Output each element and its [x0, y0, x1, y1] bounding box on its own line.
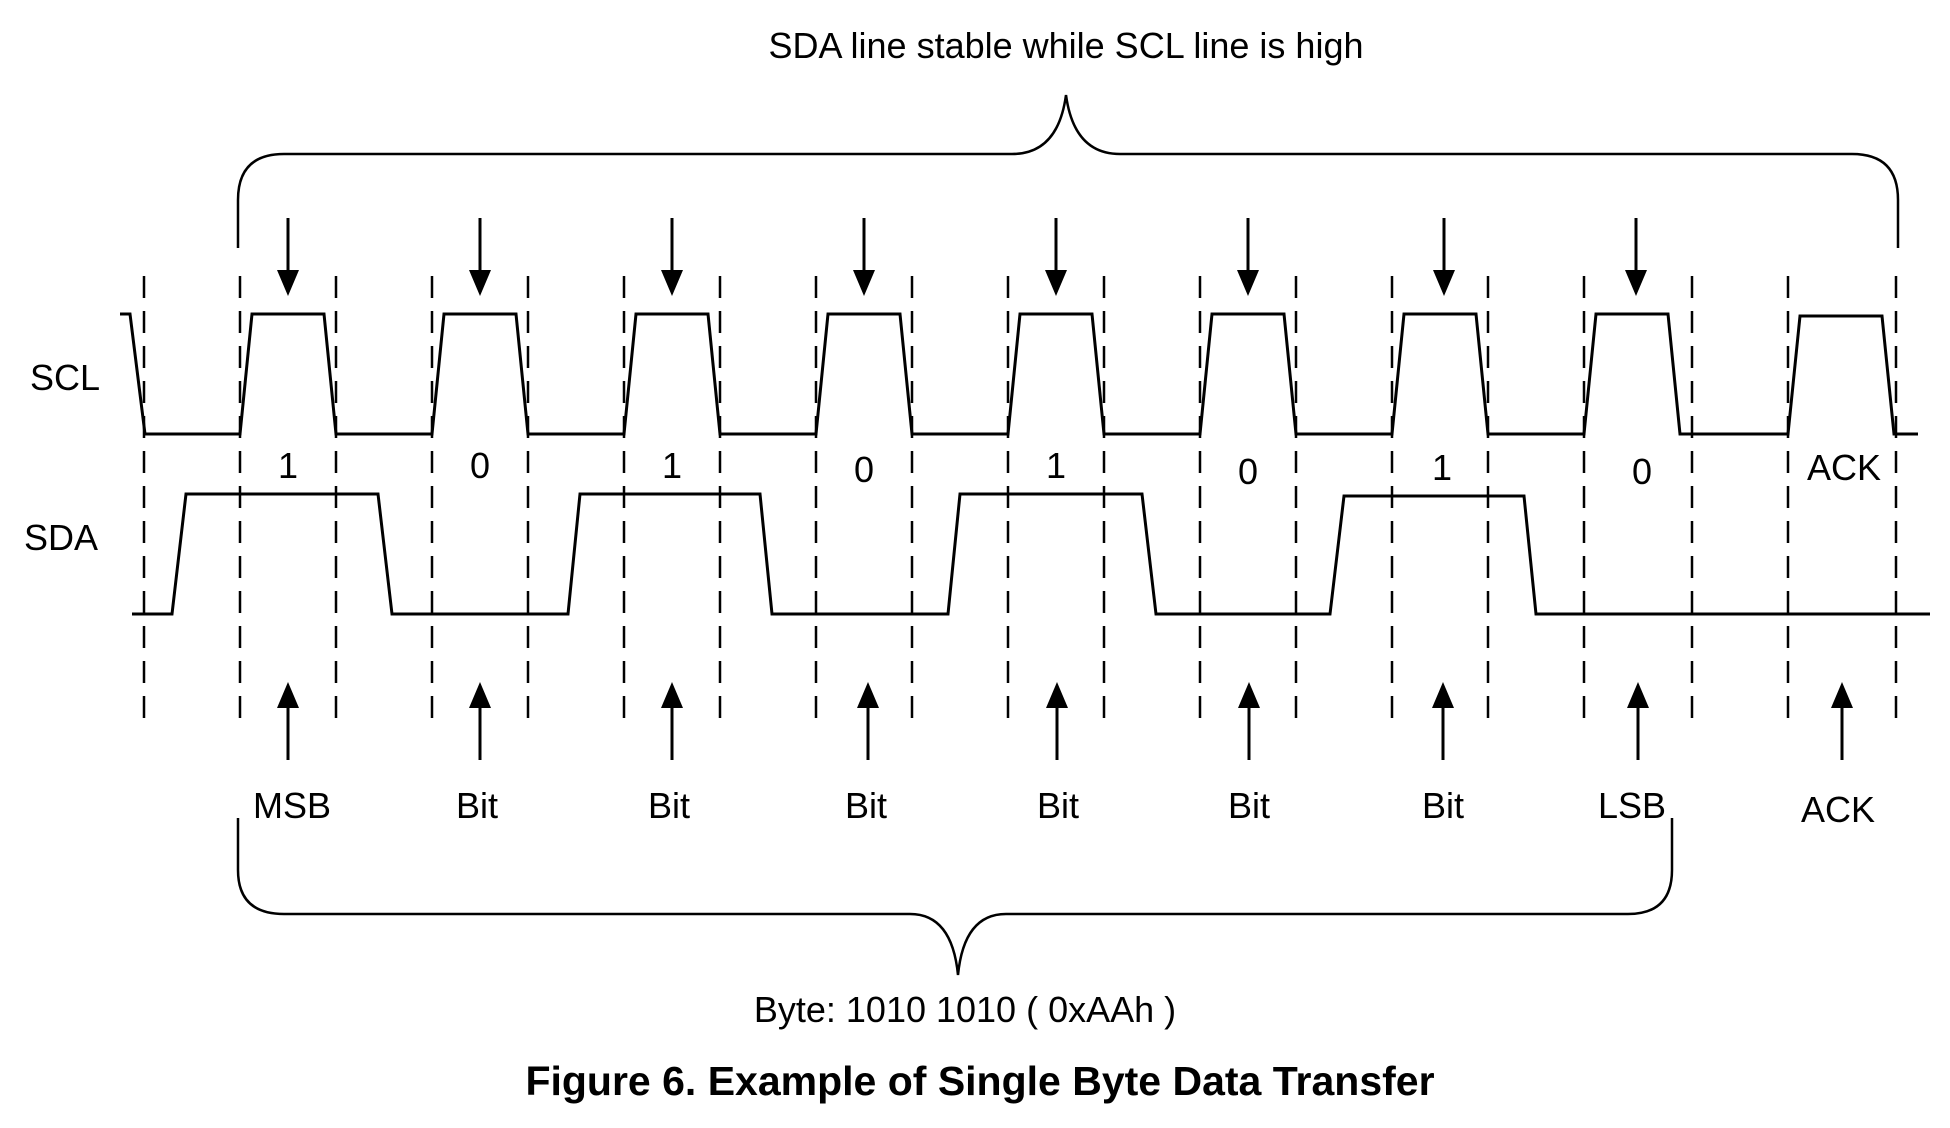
down-arrow-icon: [1237, 218, 1259, 296]
bit-value: 1: [662, 445, 682, 486]
bit-value: 0: [854, 449, 874, 490]
timing-guides: [142, 276, 1898, 720]
up-arrow-icon: [1238, 682, 1260, 760]
bit-value: 1: [1046, 445, 1066, 486]
bit-label: Bit: [456, 785, 498, 826]
bit-values: 1 0 1 0 1 0 1 0 ACK: [278, 445, 1881, 492]
down-arrow-icon: [1045, 218, 1067, 296]
down-arrow-icon: [661, 218, 683, 296]
bit-label: Bit: [1037, 785, 1079, 826]
bit-value: 1: [1432, 447, 1452, 488]
msb-label: MSB: [253, 785, 331, 826]
lsb-label: LSB: [1598, 785, 1666, 826]
bit-arrows: [277, 682, 1853, 760]
up-arrow-icon: [1046, 682, 1068, 760]
sample-arrows: [277, 218, 1647, 296]
up-arrow-icon: [857, 682, 879, 760]
figure-caption: Figure 6. Example of Single Byte Data Tr…: [525, 1058, 1434, 1104]
bit-value: 0: [1632, 451, 1652, 492]
stable-note-label: SDA line stable while SCL line is high: [769, 25, 1364, 66]
byte-value-label: Byte: 1010 1010 ( 0xAAh ): [754, 989, 1176, 1030]
up-arrow-icon: [1627, 682, 1649, 760]
byte-brace: [236, 818, 1674, 976]
bit-position-labels: MSB Bit Bit Bit Bit Bit Bit LSB ACK: [253, 785, 1875, 830]
down-arrow-icon: [277, 218, 299, 296]
bit-label: Bit: [648, 785, 690, 826]
down-arrow-icon: [469, 218, 491, 296]
bit-label: Bit: [1422, 785, 1464, 826]
down-arrow-icon: [1625, 218, 1647, 296]
ack-bit-value: ACK: [1807, 447, 1881, 488]
bit-value: 1: [278, 445, 298, 486]
ack-label: ACK: [1801, 789, 1875, 830]
up-arrow-icon: [469, 682, 491, 760]
down-arrow-icon: [1433, 218, 1455, 296]
scl-waveform: [120, 312, 1918, 436]
up-arrow-icon: [661, 682, 683, 760]
scl-label: SCL: [30, 357, 100, 398]
down-arrow-icon: [853, 218, 875, 296]
up-arrow-icon: [1432, 682, 1454, 760]
bit-value: 0: [470, 445, 490, 486]
sda-waveform: [132, 492, 1930, 616]
up-arrow-icon: [277, 682, 299, 760]
bit-label: Bit: [1228, 785, 1270, 826]
top-brace: [236, 94, 1900, 248]
bit-label: Bit: [845, 785, 887, 826]
bit-value: 0: [1238, 451, 1258, 492]
sda-label: SDA: [24, 517, 98, 558]
up-arrow-icon: [1831, 682, 1853, 760]
